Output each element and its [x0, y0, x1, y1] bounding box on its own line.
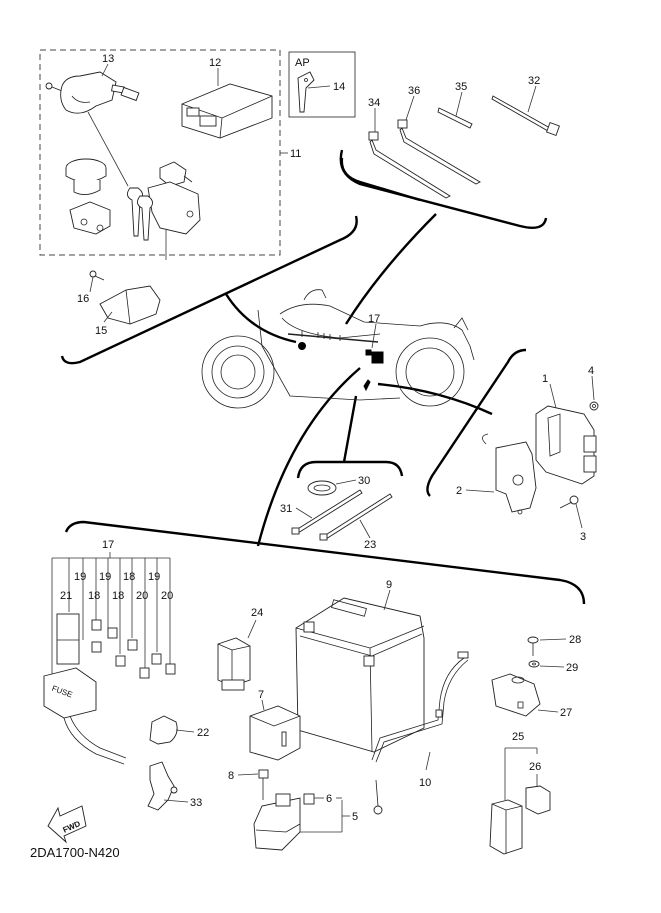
callout-11: 11: [290, 148, 301, 160]
bracket-part-33[interactable]: 33: [147, 761, 202, 811]
relay-cover-part-26[interactable]: 26: [525, 761, 551, 815]
callout-32: 32: [528, 75, 540, 87]
callout-17-group: 17: [102, 539, 114, 551]
washer-part-29[interactable]: 29: [528, 660, 578, 674]
callout-16: 16: [77, 293, 89, 305]
harness-ticks: [301, 331, 341, 341]
ignition-kit-group: 11 13 12: [39, 49, 301, 260]
nut-part-4[interactable]: 4: [588, 365, 599, 411]
kit-dashed-box: [39, 49, 281, 256]
callout-31: 31: [280, 503, 292, 515]
callout-34: 34: [368, 97, 380, 109]
callout-4: 4: [588, 365, 594, 377]
callout-36: 36: [408, 85, 420, 97]
clamp-part-35[interactable]: 35: [437, 81, 473, 129]
callout-29: 29: [566, 662, 578, 674]
bolt-part-8[interactable]: 8: [228, 769, 269, 800]
callout-14: 14: [333, 81, 345, 93]
band-part-23[interactable]: 23: [319, 493, 393, 551]
fuse-box-location-marker: [371, 351, 384, 364]
screw-part-28[interactable]: 28: [527, 634, 581, 656]
callout-20b: 20: [161, 590, 173, 602]
steering-lock-with-keys: [127, 181, 201, 241]
battery-part-9[interactable]: 9: [295, 579, 425, 753]
callout-17-bike: 17: [368, 313, 380, 325]
callout-20a: 20: [136, 590, 148, 602]
callout-28: 28: [569, 634, 581, 646]
callout-10: 10: [419, 777, 431, 789]
callout-13: 13: [102, 53, 114, 65]
callout-22: 22: [197, 727, 209, 739]
ap-key-box: AP 14: [288, 51, 356, 118]
callout-19b: 19: [99, 571, 111, 583]
callout-18a: 18: [123, 571, 135, 583]
callout-3: 3: [580, 531, 586, 543]
relay-part-24[interactable]: 24: [217, 607, 263, 691]
relay-location-marker: [365, 349, 372, 356]
callout-33: 33: [190, 797, 202, 809]
rectifier-regulator-part-1[interactable]: 1: [535, 373, 597, 485]
key-part-14[interactable]: [297, 71, 315, 113]
holder-part-30[interactable]: 30: [307, 475, 370, 496]
callout-5: 5: [352, 811, 358, 823]
motorcycle-outline: 17: [201, 289, 475, 409]
callout-9: 9: [386, 579, 392, 591]
ap-label: AP: [295, 57, 310, 69]
callout-15: 15: [95, 325, 107, 337]
callout-30: 30: [358, 475, 370, 487]
callout-25: 25: [512, 731, 524, 743]
callout-18c: 18: [112, 590, 124, 602]
band-part-31[interactable]: 31: [280, 489, 363, 535]
cable-tie-part-36[interactable]: 36: [397, 85, 481, 185]
bracket-part-2[interactable]: 2: [456, 433, 537, 515]
bolt-part-3[interactable]: 3: [559, 495, 586, 543]
seat-lock-part: [159, 161, 193, 187]
callout-23: 23: [364, 539, 376, 551]
callout-35: 35: [455, 81, 467, 93]
lock-bracket-part: [69, 201, 111, 235]
band-part-32[interactable]: 32: [491, 75, 560, 136]
cover-part-15[interactable]: 15: [95, 285, 161, 337]
callout-2: 2: [456, 485, 462, 497]
diagram-code: 2DA1700-N420: [30, 845, 120, 860]
callout-18b: 18: [88, 590, 100, 602]
battery-location-marker: [363, 379, 371, 392]
callout-21: 21: [60, 590, 72, 602]
callout-1: 1: [542, 373, 548, 385]
callout-19a: 19: [74, 571, 86, 583]
clamp-part-22[interactable]: 22: [149, 715, 209, 745]
callout-8: 8: [228, 770, 234, 782]
fuse-group-17: 17 19 19 18 19 21 18 18 20 20: [43, 539, 176, 765]
battery-cable-part-10[interactable]: 10: [371, 651, 469, 815]
starter-relay-part-5[interactable]: 5: [253, 793, 358, 851]
cable-tie-group: 34 36 35 32: [340, 75, 560, 202]
callout-6: 6: [326, 793, 332, 805]
cable-tie-part-34[interactable]: 34: [368, 97, 451, 199]
ecu-part-12[interactable]: 12: [181, 57, 273, 139]
relay-cover-part-7[interactable]: 7: [249, 689, 301, 761]
ap-box-frame: [288, 51, 356, 118]
callout-27: 27: [560, 707, 572, 719]
screw-part-16[interactable]: 16: [77, 270, 105, 305]
sensor-part-27[interactable]: 27: [491, 673, 572, 719]
callout-19c: 19: [148, 571, 160, 583]
lock-cap-part: [65, 158, 107, 195]
main-switch-part-13[interactable]: 13: [45, 53, 140, 114]
callout-7: 7: [258, 689, 264, 701]
callout-26: 26: [529, 761, 541, 773]
mini-fuse: [91, 619, 176, 679]
ignition-location-marker: [298, 342, 306, 350]
forward-arrow-icon: FWD: [47, 805, 87, 844]
fuse-box-part-21[interactable]: [56, 613, 80, 665]
callout-24: 24: [251, 607, 263, 619]
callout-12: 12: [209, 57, 221, 69]
fuse-holder-body: FUSE: [43, 667, 127, 765]
fuse-part-6[interactable]: 6: [303, 793, 342, 805]
relay-unit-part-25[interactable]: 25: [489, 731, 538, 855]
